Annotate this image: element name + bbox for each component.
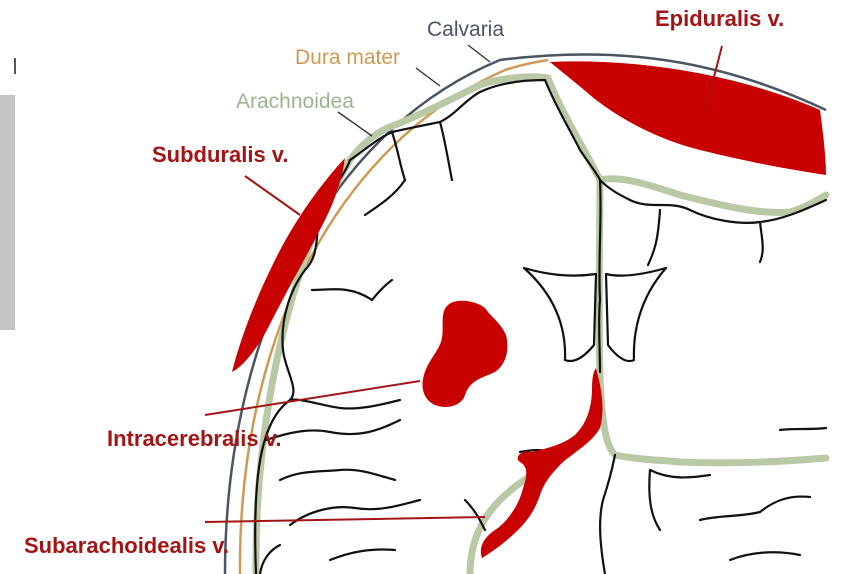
sidebar-bar	[0, 95, 15, 330]
arachnoidea-label: Arachnoidea	[236, 90, 354, 113]
subduralis-label: Subduralis v.	[152, 142, 289, 167]
dura-mater-pointer	[416, 68, 440, 86]
sidebar-tick	[14, 58, 16, 74]
epiduralis-label: Epiduralis v.	[655, 6, 784, 31]
calvaria-pointer	[468, 45, 490, 62]
intracerebral-hemorrhage	[422, 301, 507, 407]
dura-mater-label: Dura mater	[295, 46, 400, 69]
intracerebralis-label: Intracerebralis v.	[107, 426, 281, 451]
subduralis-leader	[245, 176, 300, 215]
subarachnoidealis-leader	[205, 517, 485, 522]
ventricles	[524, 268, 666, 361]
arachnoidea-pointer	[338, 112, 372, 136]
subarachnoidealis-label: Subarachoidealis v.	[24, 533, 229, 558]
calvaria-label: Calvaria	[427, 18, 504, 41]
subarachnoid-hemorrhage	[481, 368, 603, 558]
subdural-hemorrhage	[232, 158, 345, 372]
intracerebralis-leader	[205, 381, 420, 415]
